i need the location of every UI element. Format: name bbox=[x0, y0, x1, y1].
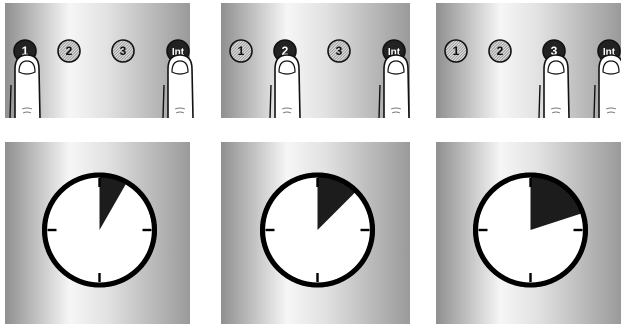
button-3[interactable]: 3 bbox=[112, 40, 134, 62]
step-3-timer-panel bbox=[436, 142, 621, 324]
timer-dial bbox=[263, 175, 373, 285]
button-label: 2 bbox=[497, 44, 504, 58]
button-label: 1 bbox=[453, 44, 460, 58]
timer-dial bbox=[45, 175, 155, 285]
button-1[interactable]: 1 bbox=[230, 40, 252, 62]
button-label: 2 bbox=[66, 44, 73, 58]
button-label: 1 bbox=[238, 44, 245, 58]
button-label: 3 bbox=[336, 44, 343, 58]
timer-dial bbox=[476, 175, 586, 285]
step-2-timer-panel bbox=[221, 142, 410, 324]
button-2[interactable]: 2 bbox=[58, 40, 80, 62]
button-label: 3 bbox=[120, 44, 127, 58]
step-1-timer-panel bbox=[5, 142, 190, 324]
button-2[interactable]: 2 bbox=[489, 40, 511, 62]
button-1[interactable]: 1 bbox=[445, 40, 467, 62]
button-3[interactable]: 3 bbox=[328, 40, 350, 62]
